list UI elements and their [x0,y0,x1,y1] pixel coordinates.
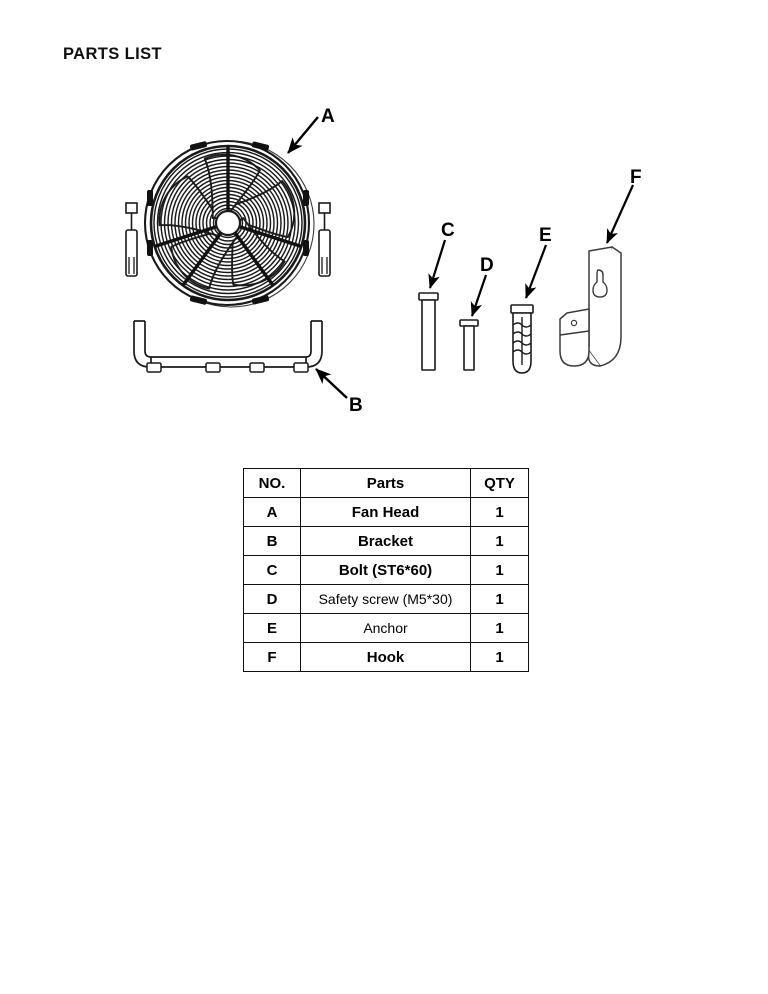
cell-no: A [243,497,301,527]
cell-qty: 1 [470,526,529,556]
callout-label-e: E [539,225,552,246]
callout-arrow-d [470,274,488,317]
callout-label-a: A [321,106,335,127]
cell-no: B [243,526,301,556]
bracket-illustration [133,320,323,368]
cell-qty: 1 [470,497,529,527]
bolt-illustration [418,292,439,371]
parts-diagram-svg [125,116,635,399]
table-row: F Hook 1 [243,642,529,672]
safety-screw-illustration [459,319,479,371]
table-row: E Anchor 1 [243,613,529,643]
cell-parts: Hook [300,642,471,672]
cell-qty: 1 [470,555,529,585]
fan-tilt-knob-right-icon [318,202,331,277]
callout-label-f: F [630,167,642,188]
callout-arrow-a [287,116,319,154]
hook-illustration [559,246,622,367]
parts-diagram [0,85,768,430]
fan-head-illustration [125,139,331,308]
cell-qty: 1 [470,613,529,643]
parts-table-container: NO. Parts QTY A Fan Head 1 B Bracket 1 C [243,468,529,672]
callout-arrow-c [428,239,447,289]
anchor-illustration [510,304,534,374]
column-header-parts: Parts [300,468,471,498]
cell-no: D [243,584,301,614]
cell-no: C [243,555,301,585]
table-row: C Bolt (ST6*60) 1 [243,555,529,585]
callout-label-c: C [441,220,455,241]
table-row: B Bracket 1 [243,526,529,556]
cell-parts: Fan Head [300,497,471,527]
column-header-qty: QTY [470,468,529,498]
cell-parts: Bolt (ST6*60) [300,555,471,585]
cell-qty: 1 [470,642,529,672]
callout-arrow-b [315,368,348,399]
cell-parts: Anchor [300,613,471,643]
column-header-no: NO. [243,468,301,498]
fan-rim-tabs-icon [147,141,309,305]
parts-table: NO. Parts QTY A Fan Head 1 B Bracket 1 C [243,468,529,672]
parts-table-head: NO. Parts QTY [243,468,529,498]
cell-parts: Safety screw (M5*30) [300,584,471,614]
parts-table-body: A Fan Head 1 B Bracket 1 C Bolt (ST6*60)… [243,497,529,672]
callout-label-b: B [349,395,363,416]
cell-parts: Bracket [300,526,471,556]
page-title: PARTS LIST [63,45,163,63]
fan-hub-icon [214,209,242,237]
callout-arrow-e [524,244,548,299]
table-row: D Safety screw (M5*30) 1 [243,584,529,614]
bracket-feet-icon [146,362,309,373]
cell-no: E [243,613,301,643]
fan-tilt-knob-left-icon [125,202,138,277]
table-row: A Fan Head 1 [243,497,529,527]
callout-label-d: D [480,255,494,276]
cell-qty: 1 [470,584,529,614]
cell-no: F [243,642,301,672]
callout-arrow-f [605,184,635,244]
table-header-row: NO. Parts QTY [243,468,529,498]
